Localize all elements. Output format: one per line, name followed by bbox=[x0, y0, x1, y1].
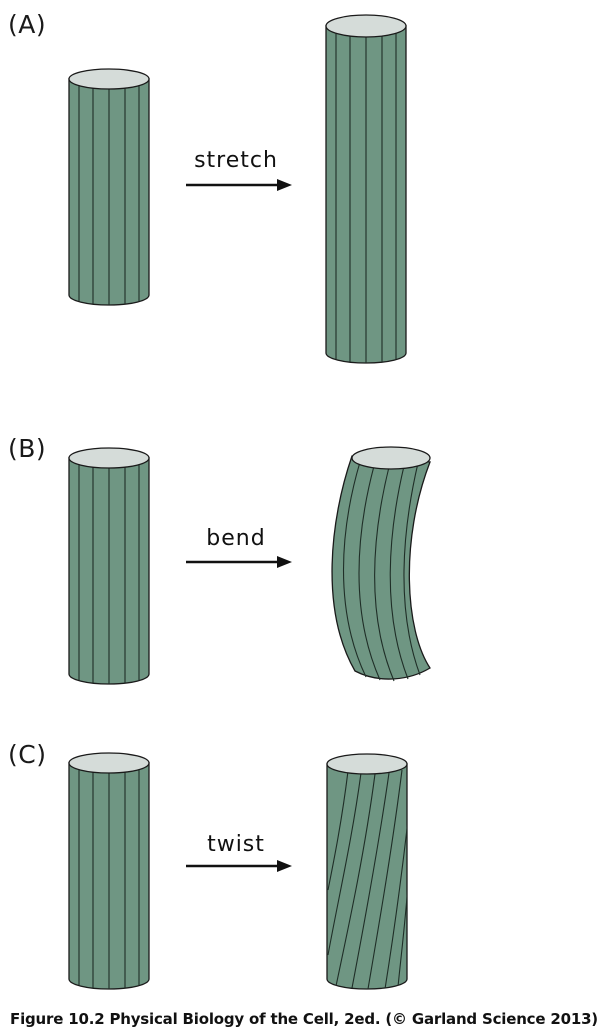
cylinder-top bbox=[68, 447, 150, 469]
cylinder-stripes bbox=[78, 85, 140, 305]
cylinder-stripes bbox=[78, 769, 140, 989]
original-cylinder-b bbox=[68, 447, 150, 685]
stretched-cylinder bbox=[325, 14, 407, 364]
cylinder-stripes bbox=[342, 461, 421, 682]
bend-label: bend bbox=[206, 526, 266, 551]
cylinder-body bbox=[331, 455, 431, 680]
stretch-label: stretch bbox=[194, 148, 278, 173]
cylinder-top bbox=[325, 14, 407, 38]
cylinder-stripes bbox=[335, 32, 397, 363]
stretch-arrow bbox=[186, 179, 292, 191]
cylinder-body bbox=[326, 763, 408, 990]
figure-caption: Figure 10.2 Physical Biology of the Cell… bbox=[10, 1010, 598, 1028]
cylinder-stripes bbox=[327, 769, 407, 989]
cylinder-stripes bbox=[78, 464, 140, 684]
bend-arrow bbox=[186, 556, 292, 568]
panel-c-label: (C) bbox=[8, 740, 47, 769]
cylinder-top bbox=[68, 68, 150, 90]
original-cylinder-a bbox=[68, 68, 150, 306]
panel-b-label: (B) bbox=[8, 434, 47, 463]
twisted-cylinder bbox=[326, 753, 408, 990]
original-cylinder-c bbox=[68, 752, 150, 990]
twist-label: twist bbox=[207, 832, 265, 857]
twist-arrow bbox=[186, 860, 292, 872]
cylinder-top bbox=[68, 752, 150, 774]
cylinder-top bbox=[351, 446, 431, 470]
cylinder-top bbox=[326, 753, 408, 775]
bent-cylinder bbox=[331, 446, 431, 682]
panel-a-label: (A) bbox=[8, 10, 47, 39]
